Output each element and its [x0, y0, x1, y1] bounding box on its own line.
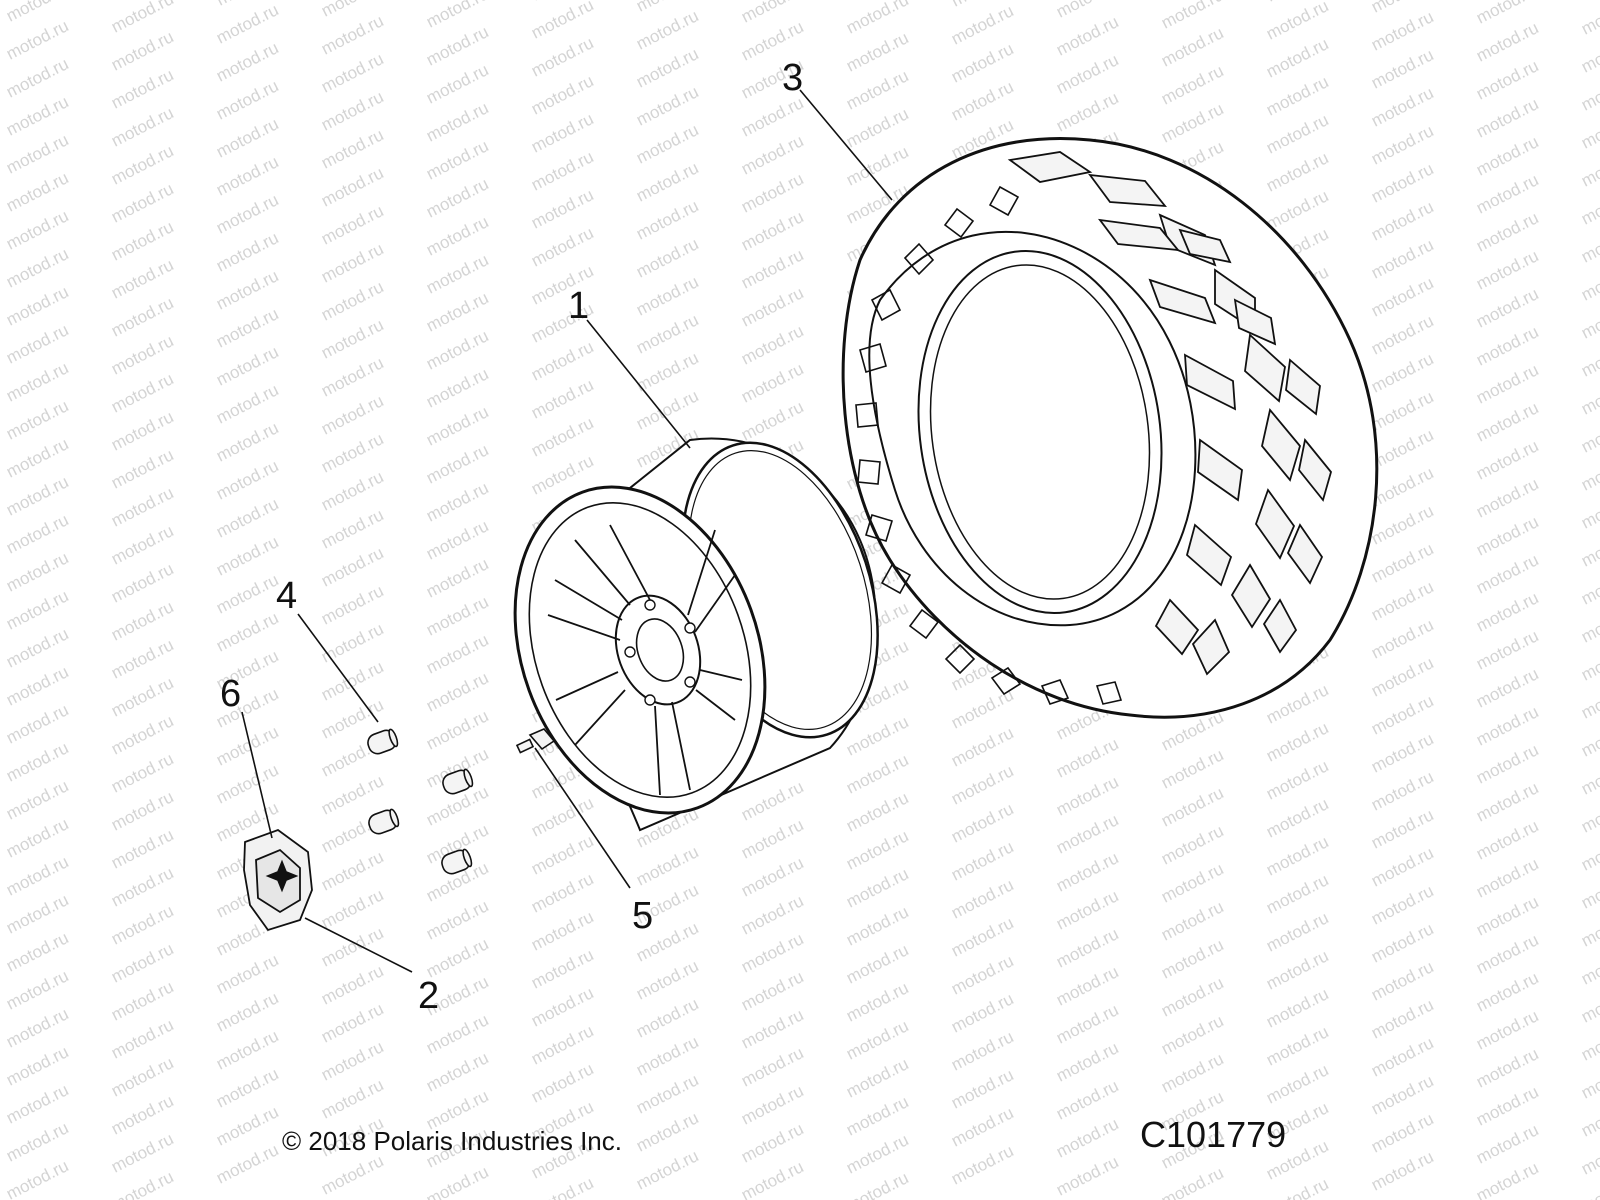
lug-nut [442, 768, 474, 795]
lug-nut [441, 848, 473, 875]
callout-1: 1 [568, 285, 589, 327]
watermark-text: motod.ru [1578, 0, 1600, 39]
lug-nut [367, 728, 399, 755]
callout-5: 5 [632, 895, 653, 937]
callout-2: 2 [418, 975, 439, 1017]
lug-nuts [367, 728, 474, 875]
valve-stem [515, 728, 556, 754]
leader-lines [241, 89, 893, 973]
callout-3: 3 [782, 57, 803, 99]
callout-4: 4 [276, 575, 297, 617]
watermark-text: motod.ru [1578, 0, 1600, 1]
tire [841, 137, 1379, 719]
figure-code: C101779 [1140, 1114, 1287, 1155]
callout-6: 6 [220, 673, 241, 715]
callout-labels: 1 2 3 4 5 6 [220, 57, 803, 1017]
lug-nut [368, 808, 400, 835]
center-cap [243, 828, 313, 932]
wheel [513, 437, 879, 832]
copyright-notice: © 2018 Polaris Industries Inc. [282, 1126, 622, 1156]
